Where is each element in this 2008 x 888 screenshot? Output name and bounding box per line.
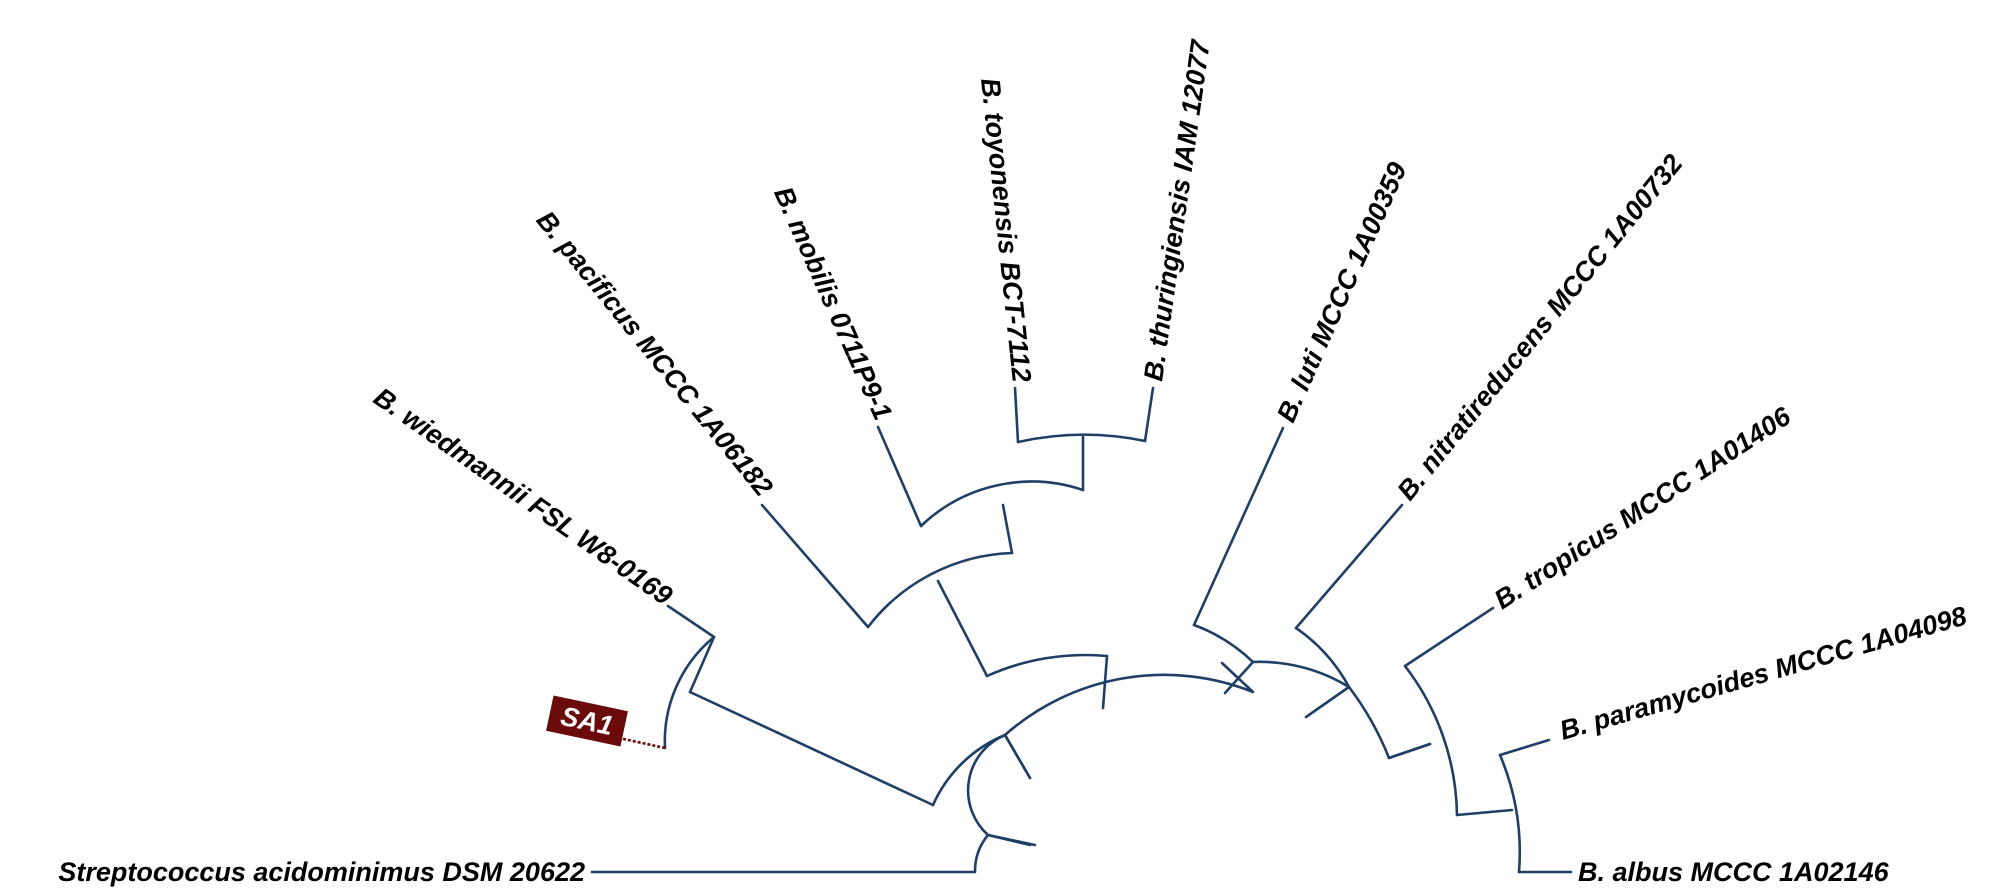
branch-sa1-clade-split: [688, 635, 716, 694]
leaf-labels: Streptococcus acidominimus DSM 20622 B. …: [58, 36, 1970, 887]
branch-upper-left-stem: [936, 579, 989, 678]
leaf-label-toyonensis: B. toyonensis BCT-7112: [975, 77, 1037, 384]
leaf-label-albus: B. albus MCCC 1A02146: [1578, 857, 1890, 887]
branch-mid-arc: [866, 551, 1014, 629]
branch-pa-arc: [1498, 753, 1522, 874]
branch-toy-thur-arc: [1016, 433, 1147, 444]
branch-upper-mid-stem: [1101, 654, 1109, 710]
leaf-label-paramycoides: B. paramycoides MCCC 1A04098: [1556, 601, 1970, 746]
branch-right-arc2: [1251, 660, 1351, 689]
branch-tropicus: [1403, 606, 1495, 668]
leaf-label-luti: B. luti MCCC 1A00359: [1271, 158, 1413, 427]
branch-thuringiensis: [1143, 386, 1155, 443]
branch-left-arc: [931, 733, 1007, 807]
branch-root-stub: [986, 833, 1032, 847]
leaf-label-thuringiensis: B. thuringiensis IAM 12077: [1138, 36, 1216, 382]
branch-mobilis-arc: [919, 480, 1085, 528]
branch-tropicus-arc: [1403, 664, 1459, 817]
branch-ingroup-stub: [1003, 733, 1032, 780]
branch-mobilis: [876, 425, 923, 528]
branch-paramycoides: [1498, 738, 1551, 757]
tree-branches: [590, 386, 1573, 874]
leaf-label-tropicus: B. tropicus MCCC 1A01406: [1489, 401, 1797, 615]
leaf-label-pacificus: B. pacificus MCCC 1A06182: [531, 205, 779, 501]
branch-sa1-clade-arc: [663, 635, 716, 750]
branch-nitra: [1294, 503, 1404, 630]
branch-wiedmannii: [666, 604, 716, 639]
branch-nitra-stem: [1304, 685, 1351, 719]
leaf-label-outgroup: Streptococcus acidominimus DSM 20622: [58, 857, 585, 887]
branch-nitra-arc: [1294, 626, 1351, 689]
branch-left-long: [688, 690, 935, 807]
branch-tropicus-stem: [1387, 742, 1432, 760]
branch-upper-left-join: [985, 653, 1109, 678]
branch-outgroup: [590, 833, 1037, 874]
branch-luti: [1192, 426, 1285, 627]
branch-upper-arc: [1003, 661, 1255, 737]
branch-pa-stem: [1455, 808, 1514, 817]
branch-right-stem: [1223, 660, 1255, 695]
leaf-label-nitratireducens: B. nitratireducens MCCC 1A00732: [1391, 149, 1688, 506]
branch-toyonensis: [1013, 386, 1020, 444]
branch-right-arc: [1192, 623, 1255, 664]
branch-pacificus: [760, 503, 870, 629]
branch-mid-stem: [1001, 503, 1014, 555]
sa1-highlight: SA1: [546, 695, 666, 750]
leaf-label-mobilis: B. mobilis 0711P9-1: [768, 182, 898, 424]
sa1-label-box: [546, 695, 628, 747]
leaf-label-wiedmannii: B. wiedmannii FSL W8-0169: [368, 382, 677, 611]
